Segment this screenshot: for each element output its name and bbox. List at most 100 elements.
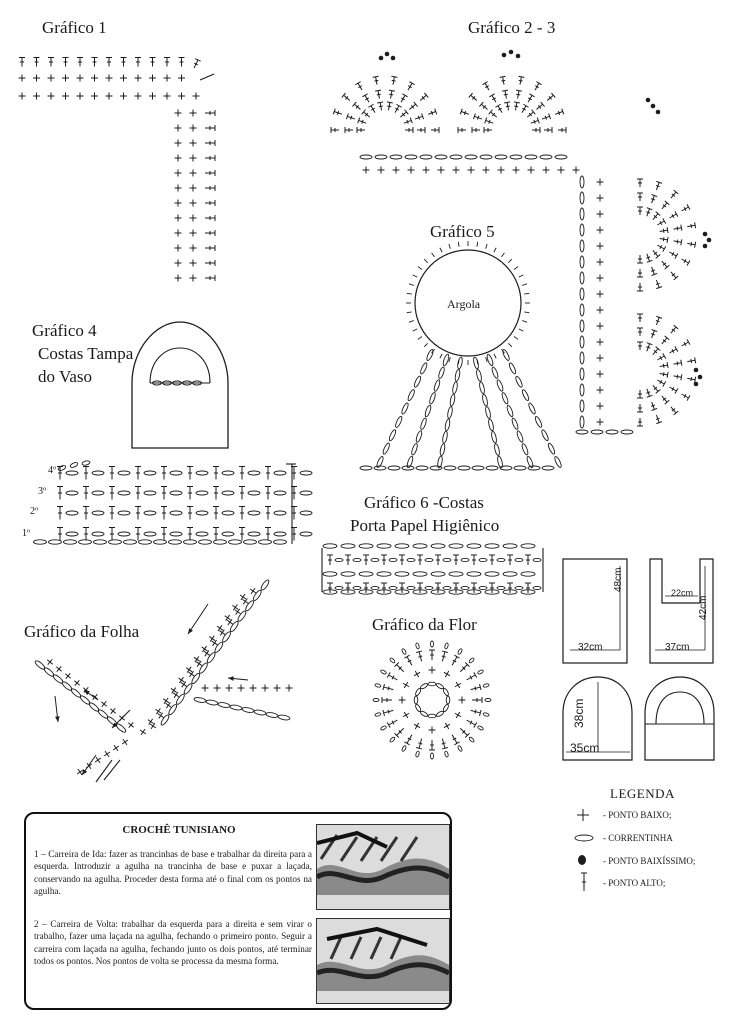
oval-icon [424,404,432,418]
oval-icon [34,660,46,670]
oval-icon [273,490,287,496]
outline-line [408,320,414,323]
outline-line [412,328,418,332]
oval-icon [494,154,508,160]
oval-icon [419,154,433,160]
oval-icon [526,455,534,469]
tall-stitch-icon [650,329,658,339]
cross-icon [189,259,197,267]
tall-stitch-icon [471,582,477,593]
tall-stitch-icon [673,374,683,381]
tall-stitch-icon [205,125,216,131]
oval-icon [502,589,518,595]
cross-icon [120,74,127,82]
oval-icon [460,585,470,591]
tall-stitch-icon [341,92,351,101]
oval-icon [407,389,415,402]
oval-icon [444,642,449,650]
oval-icon [61,681,73,691]
tall-stitch-icon [109,506,115,520]
tall-stitch-icon [161,506,167,520]
oval-icon [419,683,429,690]
row-label-3: 3º [38,486,47,497]
oval-icon [521,389,530,402]
cross-icon [219,629,226,636]
oval-icon [382,442,390,455]
dot-icon [693,381,699,387]
cross-icon [211,639,218,647]
oval-icon [81,460,91,466]
cross-icon [232,604,239,611]
oval-icon [477,669,484,675]
tall-stitch-icon [687,241,697,248]
tall-stitch-icon [526,109,536,118]
oval-icon [43,667,55,677]
oval-icon [506,404,514,418]
oval-icon [449,393,456,407]
oval-icon [229,704,243,711]
tall-stitch-icon [239,486,245,500]
oval-icon [430,640,434,648]
oval-icon [401,402,409,415]
grafico-2-3-title: Gráfico 2 - 3 [468,18,556,37]
tall-stitch-icon [655,180,663,191]
oval-icon [430,543,446,549]
cross-icon [407,166,415,174]
oval-icon [169,470,183,476]
cross-icon [73,679,81,687]
tall-stitch-icon [265,527,271,541]
tall-stitch-icon [637,255,643,264]
cross-icon [512,166,520,174]
cross-icon [213,684,221,692]
oval-icon [340,543,356,549]
oval-icon [193,697,207,703]
cross-icon [178,676,185,684]
cross-icon [285,684,293,692]
oval-icon [217,702,231,708]
tall-stitch-icon [451,734,460,746]
row-label-1: 1º [22,528,31,539]
cross-icon [596,418,604,426]
grafico-5-title: Gráfico 5 [430,222,495,241]
dot-icon [693,367,699,373]
tall-stitch-icon [327,554,333,565]
oval-icon [438,366,445,379]
oval-icon [370,585,380,591]
cross-icon [189,169,197,177]
cross-icon [91,74,98,82]
tall-stitch-icon [345,554,351,565]
tall-stitch-icon [377,101,384,111]
tall-stitch-icon [466,719,478,728]
grafico-4-title: Gráfico 4 [32,321,97,340]
tall-stitch-icon [265,466,271,480]
outline-line [431,252,435,258]
tall-stitch-icon [394,103,402,113]
tall-stitch-icon [451,654,460,666]
oval-icon [579,191,585,205]
outline-line [408,283,414,286]
cross-icon [402,681,410,689]
tall-stitch-icon [669,251,679,259]
tall-stitch-icon [482,81,490,91]
cross-icon [91,92,98,100]
cross-icon [454,681,462,689]
oval-icon [406,455,414,469]
cross-icon [261,684,269,692]
tall-stitch-icon [391,75,398,85]
oval-icon [413,375,422,388]
oval-icon [424,557,434,563]
oval-icon [491,430,497,444]
cross-icon [193,656,201,663]
oval-icon [143,510,157,516]
tall-stitch-icon [344,127,353,133]
oval-icon [404,154,418,160]
tall-stitch-icon [187,527,193,541]
tall-stitch-icon [471,554,477,565]
tall-stitch-icon [637,341,643,350]
tall-stitch-icon [652,346,661,356]
oval-icon [429,392,436,405]
oval-icon [69,462,79,468]
oval-icon [443,465,457,471]
cross-icon [76,74,84,82]
tall-stitch-icon [399,582,405,593]
